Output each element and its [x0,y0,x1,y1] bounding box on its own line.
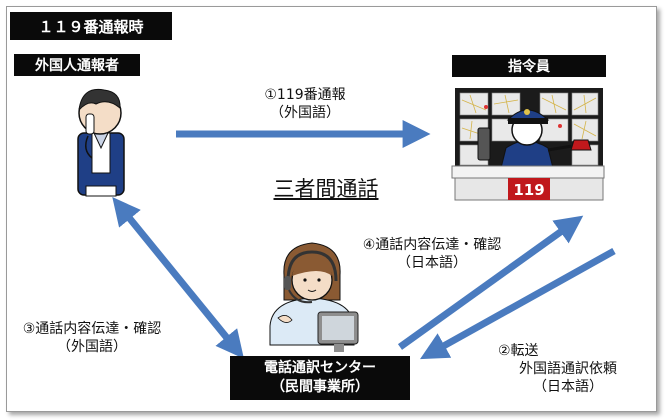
step4-line1: ④通話内容伝達・確認 [362,237,502,253]
step3-line1: ③通話内容伝達・確認 [22,321,162,337]
title-text: １１９番通報時 [38,17,144,36]
step3-label: ③通話内容伝達・確認 （外国語） [12,320,172,356]
center-line1: 電話通訳センター [264,360,376,376]
step4-line2: （日本語） [397,255,467,271]
dispatcher-label-box: 指令員 [452,55,606,77]
dispatcher-label-text: 指令員 [508,59,550,75]
arrow-step3 [112,197,244,359]
arrow-step4 [397,215,584,350]
title-box: １１９番通報時 [10,12,172,40]
step2-line1: ②転送 [498,343,539,359]
arrow-step2 [419,247,616,360]
operator-figure-icon [269,242,359,352]
caller-label-text: 外国人通報者 [35,58,119,74]
step1-line2: （外国語） [270,105,340,121]
caller-figure-icon [77,88,125,197]
step2-line3: （日本語） [533,379,603,395]
center-line2: （民間事業所） [271,379,369,395]
step2-line2: 外国語通訳依頼 [519,361,617,377]
dispatcher-figure-icon: 119 [451,88,605,201]
step1-line1: ①119番通報 [264,87,346,103]
caller-label-box: 外国人通報者 [14,54,140,76]
step4-label: ④通話内容伝達・確認 （日本語） [352,236,512,272]
desk-number-text: 119 [513,181,544,199]
step3-line2: （外国語） [57,339,127,355]
step2-label: ②転送 外国語通訳依頼 （日本語） [498,342,638,396]
three-way-call-label: 三者間通話 [273,177,379,201]
step1-label: ①119番通報 （外国語） [240,86,370,122]
interpretation-center-box: 電話通訳センター （民間事業所） [230,356,410,400]
